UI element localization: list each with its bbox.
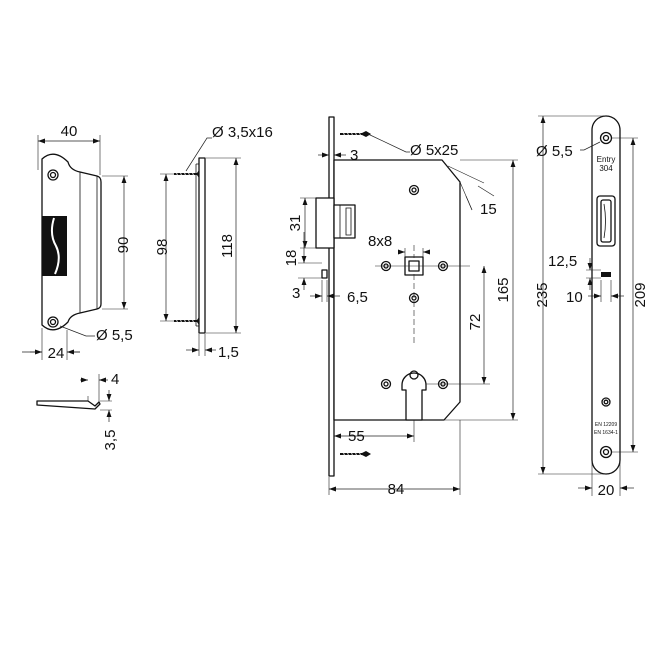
lock-angle-label: 15 — [480, 201, 497, 218]
screw-icon — [340, 450, 371, 458]
latch-bolt — [315, 197, 335, 249]
latch-opening — [596, 195, 616, 247]
faceplate-label-number: 304 — [599, 164, 613, 173]
strike-height-label: 90 — [115, 237, 132, 254]
screw-hole — [599, 131, 613, 145]
deadbolt — [333, 204, 356, 239]
strike-width-label: 40 — [61, 123, 78, 140]
screw-icon — [174, 317, 199, 325]
strike-plate-front — [41, 153, 102, 331]
screw-hole — [47, 169, 59, 181]
strike-offset-label: 3,5 — [102, 430, 119, 451]
screw-icon — [340, 130, 371, 138]
strike-opening — [42, 216, 67, 276]
faceplate-dims: Ø 5,5 12,5 10 235 209 20 — [534, 115, 649, 499]
screw-hole — [599, 445, 613, 459]
side-view-dims: Ø 3,5x16 98 118 1,5 — [154, 124, 273, 361]
faceplate-slot-width-label: 10 — [566, 289, 583, 306]
faceplate-spacing-label: 209 — [632, 282, 649, 307]
side-view-faceplate — [174, 157, 206, 334]
side-thickness-label: 1,5 — [218, 344, 239, 361]
lock-latch-label: 31 — [287, 215, 304, 232]
side-spacing-label: 98 — [154, 239, 171, 256]
faceplate-slot-height-label: 12,5 — [548, 253, 577, 270]
lock-faceplate-edge — [328, 116, 335, 477]
lock-plate-label: 3 — [350, 147, 358, 164]
lock-height-label: 165 — [495, 277, 512, 302]
faceplate-width-label: 20 — [598, 482, 615, 499]
strike-hole-label: Ø 5,5 — [96, 327, 133, 344]
lock-square-label: 8x8 — [368, 233, 392, 250]
bolt-slot — [601, 272, 611, 277]
faceplate-label-entry: Entry — [597, 155, 616, 164]
lock-bolt-label: 18 — [283, 250, 300, 267]
lock-inset-label: 6,5 — [347, 289, 368, 306]
lock-small-offset-label: 3 — [292, 285, 300, 302]
screw-hole — [47, 316, 59, 328]
strike-lip-label: 24 — [48, 345, 65, 362]
lock-width-label: 84 — [388, 481, 405, 498]
lock-centers-label: 72 — [467, 314, 484, 331]
lock-screw-label: Ø 5x25 — [410, 142, 458, 159]
cylinder-cutout — [401, 372, 427, 421]
faceplate-height-label: 235 — [534, 282, 551, 307]
strike-plate-side: 4 3,5 — [36, 371, 119, 451]
side-screw-label: Ø 3,5x16 — [212, 124, 273, 141]
side-height-label: 118 — [219, 234, 236, 258]
faceplate-front: Entry 304 EN 12209 EN 1634-1 — [591, 115, 621, 475]
lock-body — [315, 116, 470, 477]
screw-hole — [601, 397, 611, 407]
screw-icon — [174, 170, 199, 178]
strike-thickness-label: 4 — [111, 371, 119, 388]
strike-plate-dims: 40 90 Ø 5,5 24 — [22, 123, 133, 362]
faceplate-cert-2: EN 1634-1 — [594, 430, 618, 436]
faceplate-cert-1: EN 12209 — [595, 422, 617, 428]
lock-body-dims: Ø 5x25 3 15 31 18 3 6,5 8x8 72 165 55 — [283, 133, 518, 498]
faceplate-hole-label: Ø 5,5 — [536, 143, 573, 160]
lock-backset-label: 55 — [348, 428, 365, 445]
